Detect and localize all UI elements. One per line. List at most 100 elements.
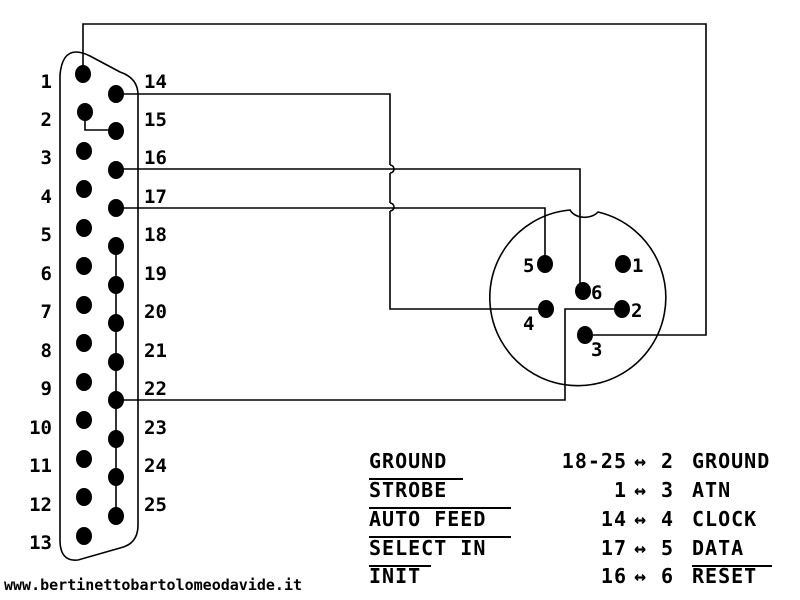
cbm-signal: ATN [692,478,731,502]
db25-label-1: 1 [41,71,52,93]
db25-top-row [75,65,93,545]
wire-autofeed-clock-3 [389,211,546,310]
db25-pin-25 [108,507,124,525]
db25-label-24: 24 [144,455,167,477]
lpt-pin: 1 [614,478,627,502]
db25-pin-21 [108,353,124,371]
din6-pins [537,255,631,344]
db25-pin-17 [108,199,124,217]
db25-pin-8 [76,334,92,352]
db25-label-7: 7 [41,301,52,323]
arrow: ↔ [634,564,647,588]
db25-label-14: 14 [144,71,167,93]
db25-pin-1 [75,65,91,83]
db25-label-11: 11 [29,455,52,477]
db25-pin-2 [77,103,93,121]
din-pin-6 [575,282,591,300]
signal-name: STROBE [369,478,447,502]
db25-pin-9 [76,373,92,391]
db25-pin-23 [108,430,124,448]
db25-label-6: 6 [41,263,52,285]
db25-pin-18 [108,237,124,255]
din-label-2: 2 [631,300,642,322]
db25-label-15: 15 [144,109,167,131]
din-pin-2 [614,300,630,318]
lpt-pin: 18-25 [562,449,627,473]
db25-bottom-row [108,85,124,525]
signal-name: INIT [369,564,421,588]
wire-autofeed-clock [116,93,391,165]
db25-label-20: 20 [144,301,167,323]
db25-label-3: 3 [41,147,52,169]
din-label-1: 1 [632,255,643,277]
db25-pin-10 [76,411,92,429]
db25-label-19: 19 [144,263,167,285]
db25-label-12: 12 [29,494,52,516]
din-pin: 4 [661,507,674,531]
din-pin: 6 [661,564,674,588]
db25-label-4: 4 [41,186,52,208]
signal-name: SELECT IN [369,536,486,560]
lpt-pin: 14 [601,507,627,531]
db25-label-5: 5 [41,224,52,246]
db25-label-2: 2 [41,109,52,131]
din-label-3: 3 [591,339,602,361]
db25-label-10: 10 [29,417,52,439]
din-label-5: 5 [523,255,534,277]
wire-init-reset [116,168,581,291]
cbm-signal: DATA [692,536,744,560]
cbm-signal: RESET [692,564,757,588]
din-label-4: 4 [523,313,534,335]
db25-label-25: 25 [144,494,167,516]
db25-pin-16 [108,161,124,179]
din-pin-3 [577,326,593,344]
db25-label-23: 23 [144,417,167,439]
db25-shell [59,51,139,561]
db25-label-22: 22 [144,378,167,400]
wire-ground-din2 [116,308,622,401]
db25-pin-7 [76,296,92,314]
db25-pin-4 [76,180,92,198]
din-pin: 5 [661,536,674,560]
signal-name: AUTO FEED [369,507,486,531]
db25-pin-15 [108,122,124,140]
lpt-pin: 16 [601,564,627,588]
db25-pin-5 [76,219,92,237]
db25-pin-6 [76,257,92,275]
db25-pin-14 [108,85,124,103]
db25-label-18: 18 [144,224,167,246]
db25-pin-20 [108,314,124,332]
din-pin: 3 [661,478,674,502]
arrow: ↔ [634,478,647,502]
db25-pin-22 [108,391,124,409]
din-label-6: 6 [591,282,602,304]
din-pin-5 [537,255,553,273]
db25-label-9: 9 [41,378,52,400]
din6-labels: 1 2 3 4 5 6 [523,255,643,361]
db25-label-21: 21 [144,340,167,362]
arrow: ↔ [634,536,647,560]
arrow: ↔ [634,449,647,473]
wire-strobe-atn [82,23,707,336]
signal-name: GROUND [369,449,447,473]
db25-pin-24 [108,468,124,486]
wire-selectin-data [116,207,546,264]
site-credit: www.bertinettobartolomeodavide.it [4,576,302,594]
db25-pin-3 [76,142,92,160]
db25-label-13: 13 [29,532,52,554]
db25-label-8: 8 [41,340,52,362]
db25-top-labels: 1 2 3 4 5 6 7 8 9 10 11 12 13 [29,71,52,554]
db25-bottom-labels: 14 15 16 17 18 19 20 21 22 23 24 25 [144,71,167,516]
cbm-signal: CLOCK [692,507,757,531]
db25-pin-13 [76,527,92,545]
db25-label-17: 17 [144,186,167,208]
lpt-pin: 17 [601,536,627,560]
arrow: ↔ [634,507,647,531]
din6-shell [489,209,667,387]
db25-pin-11 [76,450,92,468]
db25-label-16: 16 [144,147,167,169]
cbm-signal: GROUND [692,449,770,473]
din-pin-4 [538,300,554,318]
din-pin-1 [615,255,631,273]
